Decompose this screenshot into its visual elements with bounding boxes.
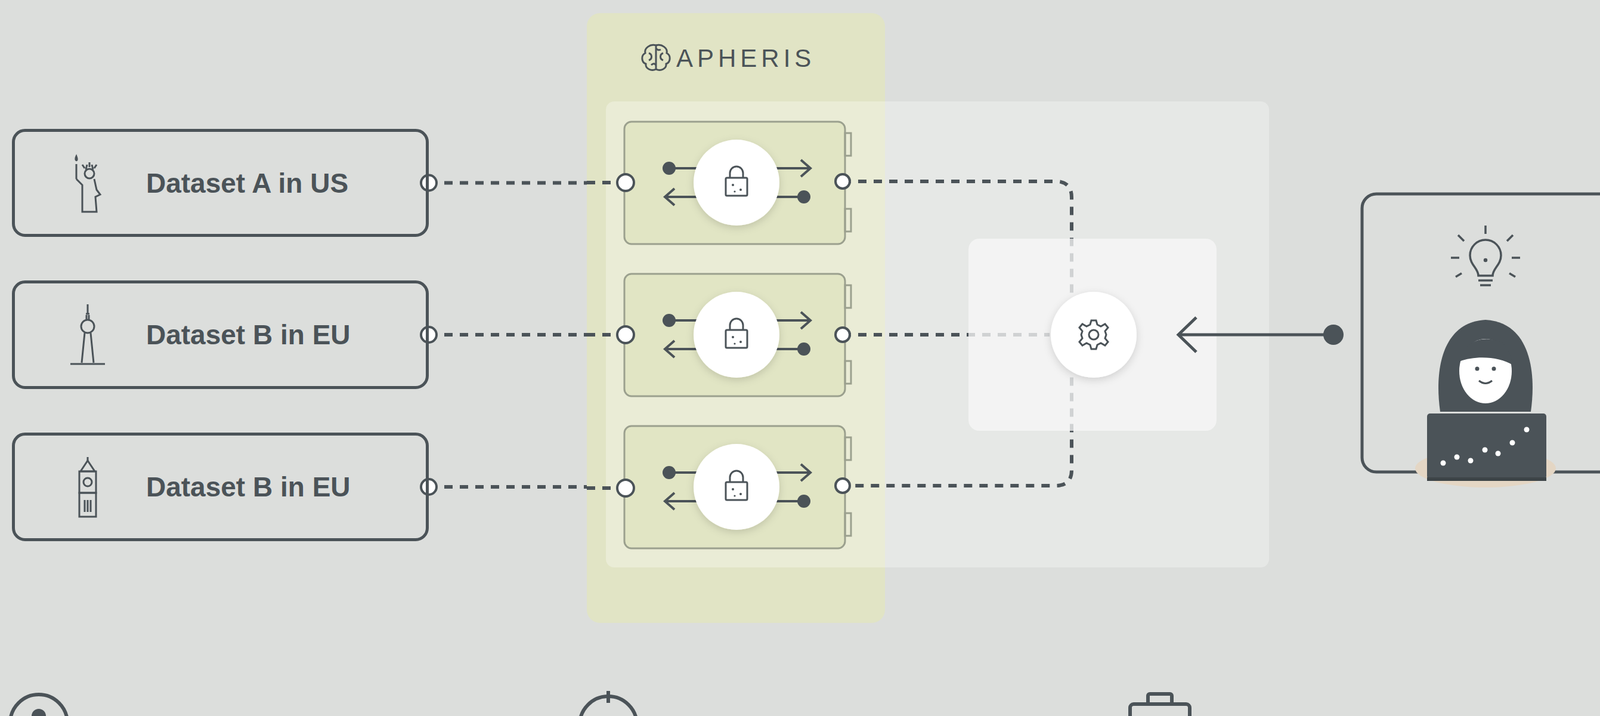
- illustration-shape: [968, 238, 1217, 431]
- illustration-shape: [1495, 450, 1502, 457]
- illustration-shape: [617, 174, 850, 497]
- illustration-shape: [624, 425, 851, 549]
- platform-band: APHERIS: [586, 13, 885, 623]
- illustration-shape: [1511, 256, 1521, 259]
- illustration-shape: [70, 363, 105, 365]
- illustration-shape: [624, 121, 851, 244]
- illustration-shape: [1450, 256, 1460, 259]
- illustration-shape: [835, 478, 850, 493]
- illustration-shape: [1524, 426, 1530, 433]
- illustration-shape: [1147, 693, 1172, 704]
- illustration-shape: [1427, 477, 1547, 481]
- illustration-shape: [648, 48, 664, 66]
- illustration-shape: [83, 477, 92, 487]
- illustration-shape: [10, 694, 68, 716]
- illustration-shape: [1492, 366, 1497, 371]
- illustration-shape: [84, 499, 86, 512]
- illustration-shape: [1179, 333, 1334, 337]
- connector-line: [428, 484, 587, 489]
- illustration-shape: [75, 163, 78, 179]
- illustration-shape: [90, 499, 92, 512]
- connector-line: [428, 332, 587, 337]
- illustration-shape: [31, 708, 46, 716]
- illustration-shape: [1440, 426, 1530, 466]
- dataset-label: Dataset A in US: [146, 166, 349, 200]
- illustration-shape: [1469, 239, 1502, 276]
- illustration-shape: [1454, 454, 1460, 460]
- illustration-shape: [1509, 440, 1516, 446]
- illustration-shape: [84, 168, 95, 179]
- illustration-shape: [1482, 447, 1488, 453]
- dashed-connector: [421, 478, 587, 495]
- illustration-shape: [1450, 225, 1521, 286]
- illustration-shape: [605, 101, 1270, 568]
- illustration-shape: [10, 690, 1190, 716]
- illustration-shape: [1427, 413, 1547, 479]
- illustration-shape: [70, 304, 105, 364]
- illustration-shape: [87, 499, 89, 512]
- dataset-label: Dataset B in EU: [146, 470, 351, 503]
- illustration-shape: [76, 178, 101, 212]
- illustration-shape: [85, 313, 90, 315]
- illustration-shape: [617, 479, 634, 497]
- illustration-shape: [1438, 319, 1533, 412]
- connector-line: [428, 181, 587, 185]
- illustration-shape: [88, 314, 91, 320]
- illustration-shape: [1475, 366, 1480, 371]
- illustration-shape: [79, 492, 97, 517]
- port-dot: [421, 326, 437, 343]
- illustration-shape: [1050, 291, 1137, 378]
- illustration-shape: [1509, 273, 1516, 277]
- illustration-shape: [835, 174, 850, 189]
- illustration-shape: [617, 326, 634, 343]
- illustration-shape: [87, 304, 89, 314]
- illustration-shape: [79, 471, 97, 493]
- illustration-shape: [80, 460, 95, 472]
- illustration-shape: [1079, 320, 1109, 349]
- illustration-shape: [606, 690, 611, 703]
- illustration-shape: [617, 174, 634, 191]
- port-dot: [421, 478, 437, 495]
- illustration-shape: [624, 273, 851, 396]
- illustration-shape: [81, 332, 94, 363]
- illustration-shape: [1480, 283, 1491, 287]
- illustration-shape: [79, 456, 97, 517]
- port-dot: [421, 175, 437, 191]
- illustration-shape: [655, 44, 670, 70]
- illustration-shape: [1440, 460, 1447, 466]
- brand-title: APHERIS: [676, 44, 816, 73]
- illustration-shape: [1459, 338, 1513, 365]
- illustration-shape: [1455, 273, 1462, 277]
- illustration-shape: [81, 319, 95, 333]
- illustration-shape: [642, 44, 670, 70]
- illustration-shape: [1484, 225, 1487, 234]
- illustration-shape: [82, 162, 97, 170]
- illustration-shape: [1458, 234, 1465, 241]
- illustration-shape: [1178, 317, 1197, 352]
- dataset-box: Dataset B in EU: [11, 432, 429, 541]
- illustration-shape: [1478, 279, 1493, 282]
- illustration-shape: [1484, 259, 1487, 262]
- dashed-connector: [421, 326, 587, 343]
- illustration-shape: [642, 44, 656, 70]
- illustration-shape: [1088, 329, 1099, 340]
- illustration-shape: [835, 327, 850, 342]
- dataset-box: Dataset B in EU: [11, 280, 429, 389]
- illustration-shape: [1468, 457, 1474, 464]
- dataset-label: Dataset B in EU: [146, 318, 351, 351]
- illustration-shape: [75, 156, 77, 161]
- illustration-shape: [1323, 324, 1344, 345]
- dashed-connector: [421, 175, 587, 191]
- illustration-shape: [1506, 234, 1513, 241]
- dataset-box: Dataset A in US: [11, 128, 429, 237]
- illustration-shape: [75, 156, 101, 212]
- illustration-shape: [85, 314, 88, 320]
- illustration-shape: [1079, 320, 1109, 349]
- illustration-shape: [1478, 380, 1493, 384]
